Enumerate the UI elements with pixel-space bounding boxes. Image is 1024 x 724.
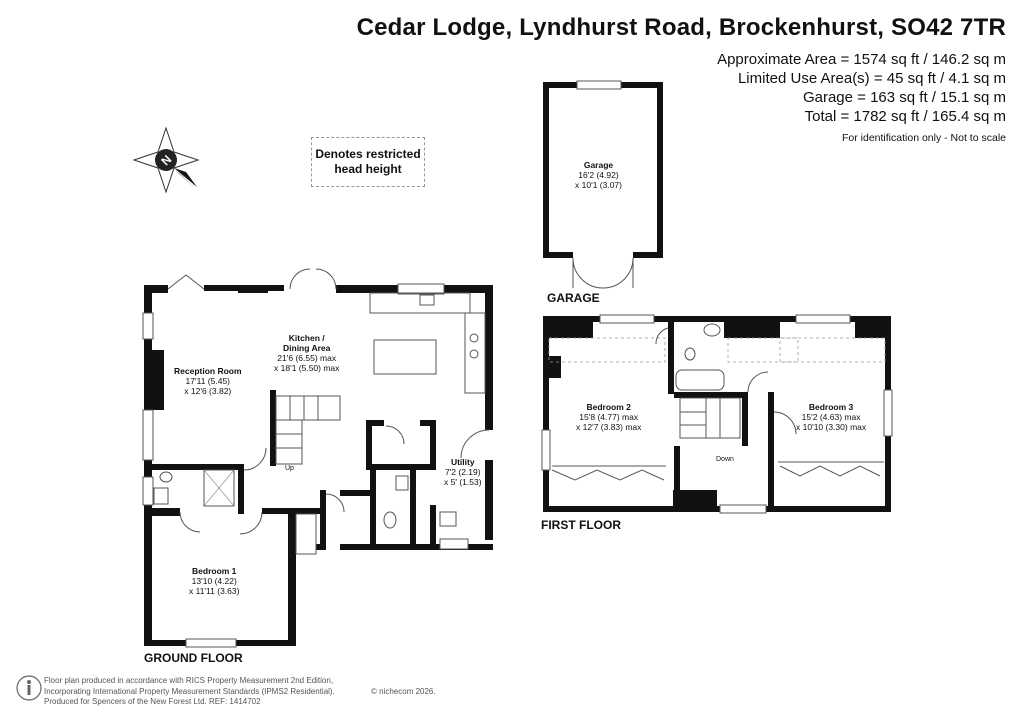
room-label-utility: Utility 7'2 (2.19) x 5' (1.53)	[444, 457, 482, 487]
room-label-bedroom-2: Bedroom 2 15'8 (4.77) max x 12'7 (3.83) …	[576, 402, 641, 432]
room-name-garage: Garage	[583, 160, 614, 170]
room-dim-bedroom-3-a: 15'2 (4.63) max	[801, 412, 861, 422]
first-floor-plan	[541, 314, 893, 514]
footer-line-3: Produced for Spencers of the New Forest …	[44, 697, 261, 706]
room-name-bedroom-3: Bedroom 3	[808, 402, 854, 412]
room-dim-utility-2: x 5' (1.53)	[444, 477, 482, 487]
property-address-title: Cedar Lodge, Lyndhurst Road, Brockenhurs…	[356, 14, 1006, 41]
footer-notes: Floor plan produced in accordance with R…	[44, 676, 335, 708]
limited-use-area: Limited Use Area(s) = 45 sq ft / 4.1 sq …	[737, 70, 1006, 87]
room-dim-reception-1: 17'11 (5.45)	[185, 376, 230, 386]
room-name-kitchen-2: Dining Area	[283, 343, 331, 353]
legend-line-1: Denotes restricted	[315, 147, 421, 161]
room-dim-bedroom-1-a: 13'10 (4.22)	[191, 576, 237, 586]
room-dim-utility-1: 7'2 (2.19)	[444, 467, 481, 477]
room-label-reception: Reception Room 17'11 (5.45) x 12'6 (3.82…	[174, 366, 242, 396]
room-dim-bedroom-2-b: x 12'7 (3.83) max	[576, 422, 642, 432]
garage-area: Garage = 163 sq ft / 15.1 sq m	[802, 89, 1006, 106]
garage-plan	[543, 80, 663, 289]
area-summary: Approximate Area = 1574 sq ft / 146.2 sq…	[717, 50, 1006, 148]
room-dim-bedroom-2-a: 15'8 (4.77) max	[579, 412, 639, 422]
room-label-bedroom-1: Bedroom 1 13'10 (4.22) x 11'11 (3.63)	[189, 566, 239, 596]
stairs-down-label: Down	[716, 456, 734, 463]
copyright-text: © nichecom 2026.	[371, 687, 436, 696]
legend-line-2: head height	[334, 162, 402, 176]
garage-heading: GARAGE	[547, 291, 600, 305]
approximate-area: Approximate Area = 1574 sq ft / 146.2 sq…	[717, 51, 1006, 68]
disclaimer: For identification only - Not to scale	[842, 132, 1006, 144]
total-area: Total = 1782 sq ft / 165.4 sq m	[804, 108, 1006, 125]
room-name-reception: Reception Room	[174, 366, 242, 376]
footer-line-2: Incorporating International Property Mea…	[44, 686, 335, 696]
first-floor-heading: FIRST FLOOR	[541, 518, 621, 532]
restricted-height-legend: Denotes restricted head height	[311, 137, 425, 187]
room-dim-bedroom-3-b: x 10'10 (3.30) max	[796, 422, 867, 432]
room-name-bedroom-2: Bedroom 2	[586, 402, 631, 412]
room-name-kitchen-1: Kitchen /	[288, 333, 325, 343]
room-dim-kitchen-1: 21'6 (6.55) max	[277, 353, 337, 363]
room-label-garage: Garage 16'2 (4.92) x 10'1 (3.07)	[575, 160, 622, 190]
room-dim-reception-2: x 12'6 (3.82)	[184, 386, 232, 396]
stairs-up-label: Up	[285, 465, 294, 472]
ground-floor-heading: GROUND FLOOR	[144, 651, 243, 665]
room-label-kitchen: Kitchen / Dining Area 21'6 (6.55) max x …	[274, 333, 339, 373]
room-name-utility: Utility	[450, 457, 475, 467]
compass-icon: N	[132, 126, 200, 194]
room-dim-garage-2: x 10'1 (3.07)	[575, 180, 622, 190]
room-dim-garage-1: 16'2 (4.92)	[578, 170, 619, 180]
footer-line-1: Floor plan produced in accordance with R…	[44, 676, 334, 685]
room-name-bedroom-1: Bedroom 1	[192, 566, 237, 576]
room-dim-kitchen-2: x 18'1 (5.50) max	[274, 363, 340, 373]
room-dim-bedroom-1-b: x 11'11 (3.63)	[189, 586, 240, 596]
room-label-bedroom-3: Bedroom 3 15'2 (4.63) max x 10'10 (3.30)…	[796, 402, 866, 432]
ground-floor-plan	[142, 268, 493, 648]
